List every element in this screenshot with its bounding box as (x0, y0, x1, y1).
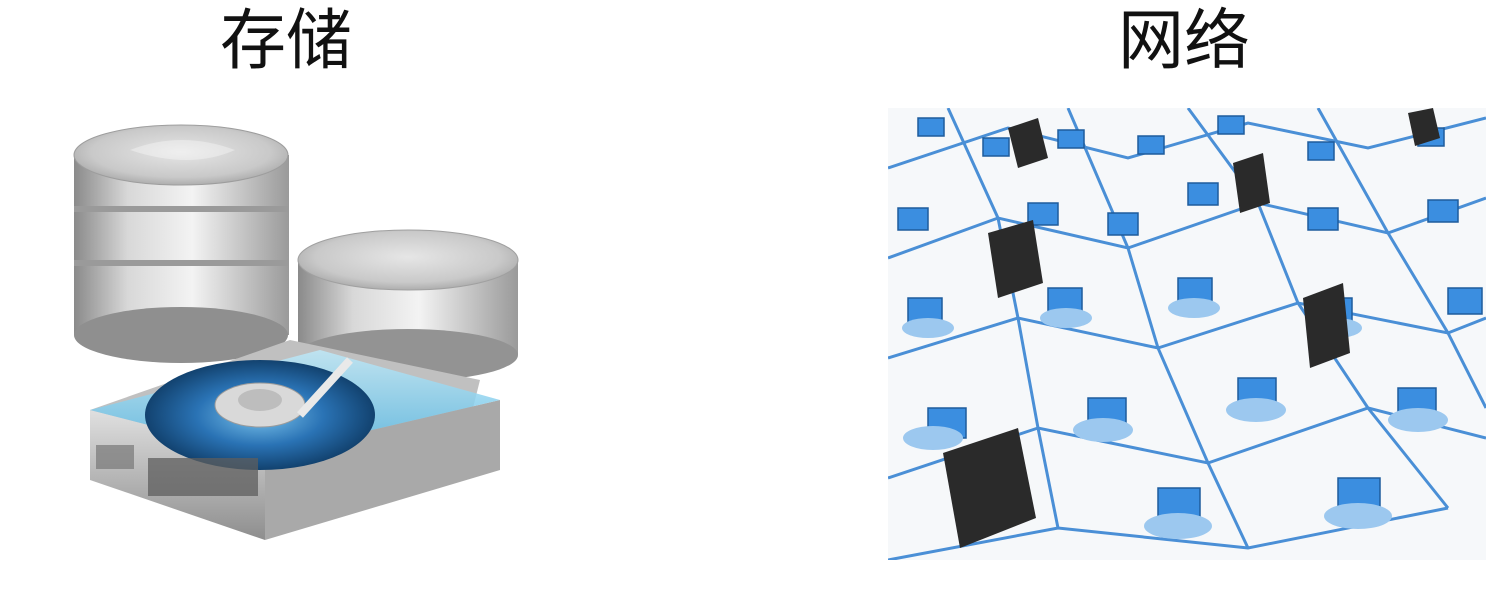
server-icons (943, 108, 1440, 548)
storage-illustration (73, 124, 519, 540)
network-title: 网络 (1118, 2, 1250, 79)
hard-disk-icon (90, 340, 500, 540)
computer-node-icons (897, 115, 1483, 539)
network-illustration (888, 108, 1486, 560)
database-disk-icon (297, 229, 519, 381)
storage-title: 存储 (220, 2, 352, 79)
database-stack-icon (73, 124, 289, 363)
